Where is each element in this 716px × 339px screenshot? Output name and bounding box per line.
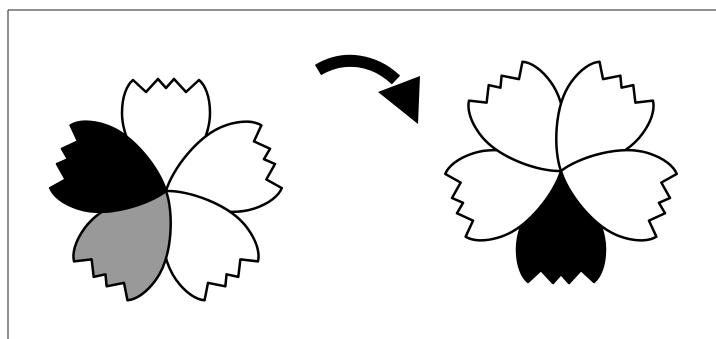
flower-before [46,79,286,307]
flower-after [441,55,681,283]
curved-arrow-icon [318,61,420,124]
